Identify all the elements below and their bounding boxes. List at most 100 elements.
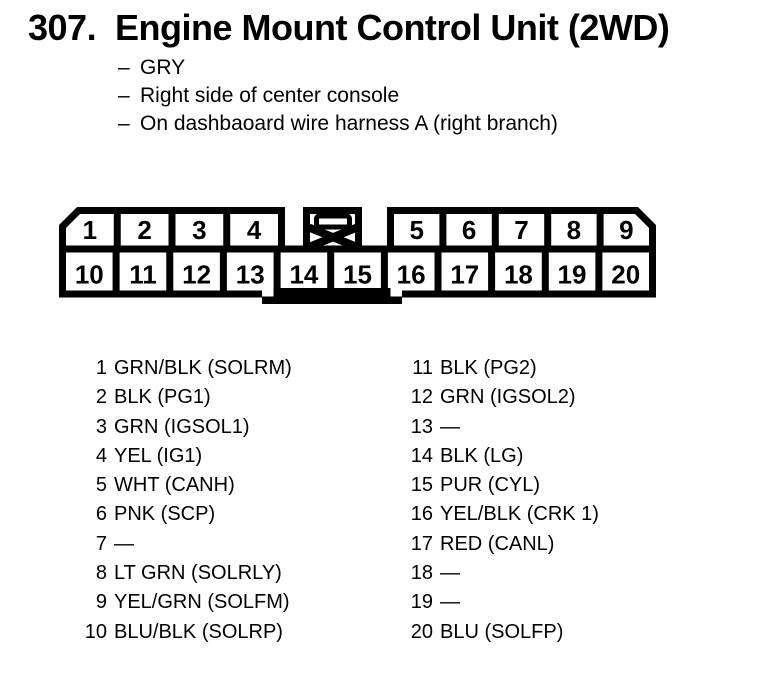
connector-pin-6: 6 bbox=[462, 215, 476, 245]
pin-list-row: 3 GRN (IGSOL1) bbox=[55, 413, 292, 442]
detail-text: GRY bbox=[140, 56, 186, 79]
pin-list-row: 12 GRN (IGSOL2) bbox=[385, 383, 599, 412]
pin-label: — bbox=[114, 532, 134, 555]
pin-label: BLK (PG2) bbox=[440, 357, 537, 379]
pin-label: BLU (SOLFP) bbox=[440, 620, 564, 643]
pin-number: 7 bbox=[95, 532, 107, 555]
detail-note: – Right side of center console bbox=[118, 82, 558, 110]
pin-label: YEL/GRN (SOLFM) bbox=[114, 591, 290, 614]
dash-marker: – bbox=[118, 112, 130, 135]
pin-number: 8 bbox=[95, 562, 107, 585]
pin-list-row: 6 PNK (SCP) bbox=[55, 500, 292, 529]
pin-number: 16 bbox=[410, 503, 433, 526]
connector-top-right-wing bbox=[387, 207, 656, 253]
pin-list-row: 7— bbox=[55, 530, 292, 559]
pin-label: WHT (CANH) bbox=[114, 474, 235, 497]
pin-list-row: 4 YEL (IG1) bbox=[55, 442, 292, 471]
connector-pin-9: 9 bbox=[619, 215, 633, 245]
pin-label: — bbox=[440, 562, 460, 585]
connector-pin-4: 4 bbox=[247, 215, 262, 245]
pin-number: 6 bbox=[95, 503, 107, 526]
pin-list-row: 16 YEL/BLK (CRK 1) bbox=[385, 500, 599, 529]
connector-pin-2: 2 bbox=[137, 215, 151, 245]
pin-number: 4 bbox=[95, 444, 107, 467]
pin-list-row: 19 — bbox=[385, 588, 599, 617]
detail-notes: – GRY – Right side of center console – O… bbox=[118, 54, 558, 138]
connector-pin-16: 16 bbox=[397, 260, 426, 290]
connector-pin-12: 12 bbox=[182, 260, 211, 290]
pin-label: GRN (IGSOL2) bbox=[440, 386, 576, 409]
connector-pin-13: 13 bbox=[236, 260, 265, 290]
connector-pin-17: 17 bbox=[450, 260, 479, 290]
connector-pin-8: 8 bbox=[567, 215, 581, 245]
connector-pin-7: 7 bbox=[514, 215, 528, 245]
pin-number: 2 bbox=[95, 386, 107, 409]
pin-label: RED (CANL) bbox=[440, 532, 555, 555]
connector-pin-3: 3 bbox=[192, 215, 206, 245]
connector-latch-tab bbox=[314, 213, 352, 230]
pin-number: 3 bbox=[95, 415, 107, 438]
pin-label: YEL/BLK (CRK 1) bbox=[440, 503, 599, 526]
pin-list-row: 5 WHT (CANH) bbox=[55, 471, 292, 500]
pin-number: 18 bbox=[410, 562, 433, 585]
section-title: Engine Mount Control Unit (2WD) bbox=[115, 7, 670, 48]
detail-note: – On dashbaoard wire harness A (right br… bbox=[118, 110, 558, 138]
pin-number: 17 bbox=[410, 532, 433, 555]
pin-list-row: 2 BLK (PG1) bbox=[55, 383, 292, 412]
pin-list-row: 14 BLK (LG) bbox=[385, 442, 599, 471]
connector-pin-11: 11 bbox=[129, 260, 157, 290]
dash-marker: – bbox=[118, 84, 130, 107]
connector-bottom-notch-left bbox=[262, 288, 274, 297]
connector-bottom-notch-right bbox=[390, 288, 402, 297]
connector-key-x-icon bbox=[307, 223, 359, 251]
pin-label: GRN (IGSOL1) bbox=[114, 415, 250, 438]
pin-number: 19 bbox=[410, 591, 433, 614]
connector-pin-19: 19 bbox=[558, 260, 587, 290]
pin-number: 1 bbox=[95, 357, 107, 379]
section-number: 307. bbox=[28, 7, 97, 48]
pin-list-row: 17 RED (CANL) bbox=[385, 530, 599, 559]
pin-label: BLK (PG1) bbox=[114, 386, 211, 409]
pin-number: 5 bbox=[95, 474, 107, 497]
connector-pin-5: 5 bbox=[409, 215, 423, 245]
pin-label: — bbox=[440, 415, 460, 438]
pin-number: 9 bbox=[95, 591, 107, 614]
connector-pin-14: 14 bbox=[289, 260, 318, 290]
connector-pin-20: 20 bbox=[611, 260, 640, 290]
pin-list-row: 13 — bbox=[385, 413, 599, 442]
pin-label: BLK (LG) bbox=[440, 444, 524, 467]
pin-label: — bbox=[440, 591, 460, 614]
dash-marker: – bbox=[118, 56, 130, 79]
pin-number: 13 bbox=[410, 415, 433, 438]
pin-number: 12 bbox=[410, 386, 433, 409]
connector-cell-dividers bbox=[112, 210, 604, 294]
pin-list-row: 20 BLU (SOLFP) bbox=[385, 618, 599, 647]
pin-list-row: 10 BLU/BLK (SOLRP) bbox=[55, 618, 292, 647]
detail-text: Right side of center console bbox=[140, 84, 400, 107]
connector-pin-10: 10 bbox=[75, 260, 104, 290]
pin-number: 10 bbox=[84, 620, 107, 643]
detail-note: – GRY bbox=[118, 54, 558, 82]
connector-pin-1: 1 bbox=[83, 215, 97, 245]
pin-number: 15 bbox=[410, 474, 433, 497]
connector-bottom-tab bbox=[262, 288, 402, 304]
pin-label: YEL (IG1) bbox=[114, 444, 203, 467]
pin-number: 20 bbox=[410, 620, 433, 643]
pin-number: 14 bbox=[410, 444, 433, 467]
pin-label: PNK (SCP) bbox=[114, 503, 216, 526]
pin-list-row: 9 YEL/GRN (SOLFM) bbox=[55, 588, 292, 617]
connector-pin-18: 18 bbox=[504, 260, 533, 290]
connector-pin-15: 15 bbox=[343, 260, 372, 290]
page-title: 307. Engine Mount Control Unit (2WD) bbox=[28, 7, 670, 48]
detail-text: On dashbaoard wire harness A (right bran… bbox=[140, 112, 558, 135]
pin-label: BLU/BLK (SOLRP) bbox=[114, 620, 283, 643]
